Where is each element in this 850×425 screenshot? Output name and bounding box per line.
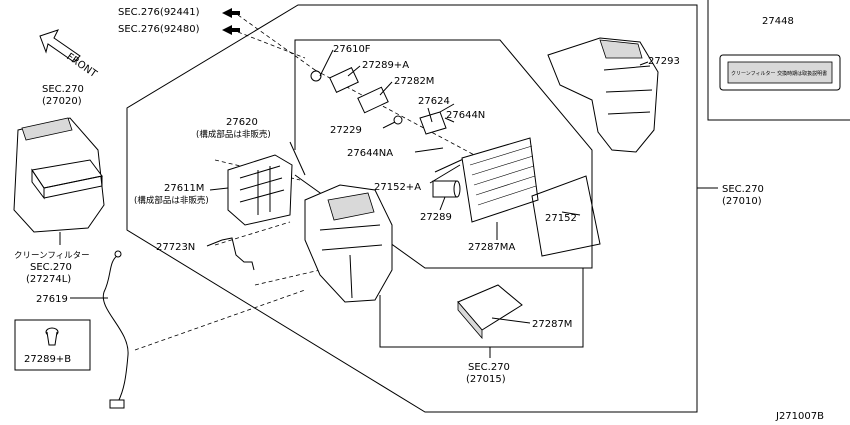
- bracket-27723N: [221, 237, 255, 271]
- label-27287MA: 27287MA: [468, 242, 515, 253]
- label-sec270-left: SEC.270: [30, 262, 72, 273]
- label-sec270-right-sub: (27010): [722, 196, 762, 207]
- label-sec270-bottom-sub: (27015): [466, 374, 506, 385]
- label-27152: 27152: [545, 213, 577, 224]
- label-27293: 27293: [648, 56, 680, 67]
- front-label: FRONT: [64, 51, 99, 80]
- core-27287MA: [461, 137, 539, 223]
- label-27229: 27229: [330, 125, 362, 136]
- label-27624: 27624: [418, 96, 450, 107]
- label-27282M: 27282M: [394, 76, 434, 87]
- label-27644NA: 27644NA: [347, 148, 393, 159]
- sub-assembly-frame: [294, 39, 593, 269]
- intake-housing: [13, 117, 105, 233]
- label-27611M: 27611M: [164, 183, 204, 194]
- leader-lines: [59, 49, 649, 324]
- sticker-text: クリーンフィルター 交換時期は取扱説明書: [731, 70, 827, 77]
- front-arrow-icon: [39, 29, 81, 63]
- diagram-code: J271007B: [775, 411, 824, 422]
- label-27289B: 27289+B: [24, 354, 71, 365]
- sticker-27448: [719, 54, 841, 91]
- label-27448: 27448: [762, 16, 794, 27]
- case-27293: [547, 37, 659, 153]
- part-box-27289B: [14, 319, 91, 371]
- heater-core-frame: [379, 268, 584, 348]
- label-sec270-top: SEC.270: [42, 84, 84, 95]
- cable-27619: [102, 254, 129, 403]
- label-27152A: 27152+A: [374, 182, 421, 193]
- label-sec276a: SEC.276(92441): [118, 7, 200, 18]
- heater-unit: [304, 184, 393, 303]
- label-27644N: 27644N: [446, 110, 485, 121]
- label-27610F: 27610F: [333, 44, 371, 55]
- label-27611M-note: (構成部品は非販売): [134, 195, 209, 206]
- label-sec270-top-sub: (27020): [42, 96, 82, 107]
- label-clean-filter: クリーンフィルター: [14, 251, 90, 261]
- label-27287M: 27287M: [532, 319, 572, 330]
- core-27287M: [457, 284, 523, 340]
- seal-27152: [531, 175, 601, 257]
- label-27620-note: (構成部品は非販売): [196, 129, 271, 140]
- sec276-arrows: [222, 8, 240, 35]
- label-sec276b: SEC.276(92480): [118, 24, 200, 35]
- label-27620: 27620: [226, 117, 258, 128]
- cylinder-27289: [432, 180, 461, 198]
- clip-icon: [45, 327, 59, 346]
- label-box-frame: [707, 0, 850, 121]
- label-27723N: 27723N: [156, 242, 195, 253]
- label-sec270-bottom: SEC.270: [468, 362, 510, 373]
- label-27619: 27619: [36, 294, 68, 305]
- label-sec270-left-sub: (27274L): [26, 274, 71, 285]
- label-sec270-right: SEC.270: [722, 184, 764, 195]
- label-27289A: 27289+A: [362, 60, 409, 71]
- main-assembly-outline: [126, 4, 698, 413]
- panel-27611M: [227, 154, 293, 226]
- label-27289: 27289: [420, 212, 452, 223]
